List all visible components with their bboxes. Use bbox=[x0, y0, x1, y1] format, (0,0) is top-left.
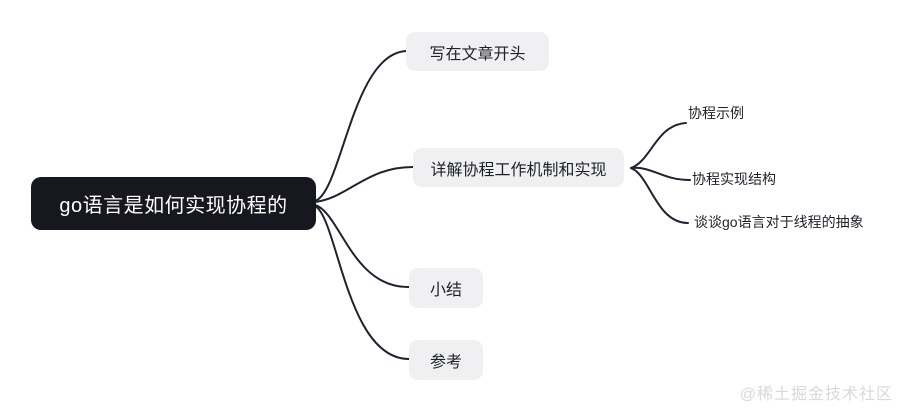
edge-root-to-intro bbox=[314, 50, 407, 202]
edge-root-to-references bbox=[314, 205, 410, 360]
branch-node-mechanism[interactable]: 详解协程工作机制和实现 bbox=[413, 148, 624, 187]
root-node[interactable]: go语言是如何实现协程的 bbox=[31, 177, 316, 230]
subtopic-coroutine-structure[interactable]: 协程实现结构 bbox=[692, 171, 776, 187]
watermark: @稀土掘金技术社区 bbox=[739, 386, 893, 403]
edge-mechanism-to-structure bbox=[630, 166, 691, 181]
edge-root-to-mechanism bbox=[314, 166, 414, 203]
subtopic-go-thread-abstraction[interactable]: 谈谈go语言对于线程的抽象 bbox=[694, 214, 864, 230]
edge-root-to-summary bbox=[314, 204, 410, 289]
branch-node-summary[interactable]: 小结 bbox=[409, 268, 483, 308]
branch-node-references[interactable]: 参考 bbox=[409, 340, 483, 380]
edge-mechanism-to-thread-abstraction bbox=[630, 167, 689, 224]
edge-mechanism-to-example bbox=[630, 122, 687, 169]
subtopic-coroutine-example[interactable]: 协程示例 bbox=[688, 105, 744, 121]
branch-node-intro[interactable]: 写在文章开头 bbox=[406, 32, 549, 71]
